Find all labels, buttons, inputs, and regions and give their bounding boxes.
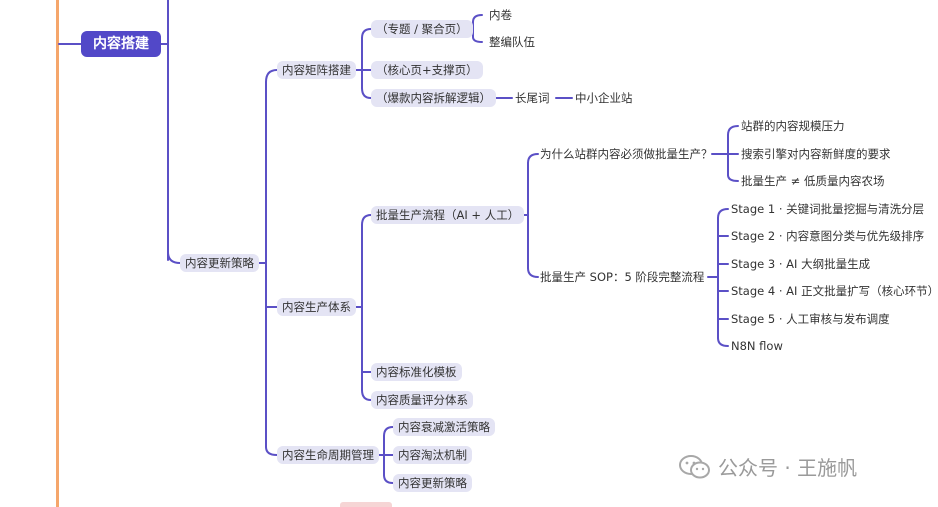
node-topic-child-1[interactable]: 内卷 bbox=[489, 8, 512, 22]
node-n8n-flow[interactable]: N8N flow bbox=[731, 339, 783, 353]
node-content-lifecycle[interactable]: 内容生命周期管理 bbox=[277, 446, 379, 464]
link-life-3 bbox=[383, 474, 394, 484]
node-topic-page[interactable]: （专题 / 聚合页） bbox=[371, 20, 473, 38]
link-neijuan bbox=[472, 14, 483, 23]
link-sop bbox=[527, 267, 539, 278]
link-life-1 bbox=[383, 426, 394, 437]
node-life-child-1[interactable]: 内容衰减激活策略 bbox=[393, 418, 495, 436]
link-stage-1 bbox=[717, 208, 729, 219]
node-content-production[interactable]: 内容生产体系 bbox=[277, 298, 356, 316]
node-why-child-1[interactable]: 站群的内容规模压力 bbox=[741, 119, 845, 133]
left-accent-bar bbox=[56, 0, 59, 507]
wechat-icon bbox=[679, 454, 710, 478]
link-zhengbian bbox=[472, 36, 483, 43]
link-viral bbox=[361, 87, 372, 99]
node-batch-sop[interactable]: 批量生产 SOP：5 阶段完整流程 bbox=[540, 270, 705, 284]
node-quality-score[interactable]: 内容质量评分体系 bbox=[371, 391, 473, 409]
node-topic-child-2[interactable]: 整编队伍 bbox=[489, 35, 535, 49]
node-why-batch[interactable]: 为什么站群内容必须做批量生产？ bbox=[540, 147, 713, 161]
link-topic bbox=[361, 28, 372, 39]
node-stage-4[interactable]: Stage 4 · AI 正文批量扩写（核心环节） bbox=[731, 284, 938, 298]
link-n8n bbox=[717, 337, 729, 347]
link-why-3 bbox=[727, 174, 739, 182]
node-stage-5[interactable]: Stage 5 · 人工审核与发布调度 bbox=[731, 312, 890, 326]
why-spine bbox=[711, 134, 729, 176]
link-lifecycle bbox=[265, 446, 278, 456]
node-stage-1[interactable]: Stage 1 · 关键词批量挖掘与清洗分层 bbox=[731, 202, 925, 216]
watermark: 公众号 · 王施帆 bbox=[678, 452, 857, 481]
watermark-text: 公众号 · 王施帆 bbox=[718, 456, 858, 480]
node-life-child-2[interactable]: 内容淘汰机制 bbox=[393, 446, 472, 464]
link-why-1 bbox=[727, 125, 739, 136]
node-why-child-2[interactable]: 搜索引擎对内容新鲜度的要求 bbox=[741, 147, 891, 161]
node-stage-3[interactable]: Stage 3 · AI 大纲批量生成 bbox=[731, 257, 871, 271]
matrix-spine bbox=[354, 37, 363, 89]
link-matrix bbox=[265, 69, 278, 83]
node-batch-flow[interactable]: 批量生产流程（AI + 人工） bbox=[371, 206, 525, 224]
link-quality bbox=[361, 389, 372, 401]
prod-spine bbox=[354, 224, 363, 391]
link-why bbox=[527, 153, 539, 164]
link-batch bbox=[361, 214, 372, 226]
partial-node-cutoff bbox=[340, 502, 392, 507]
update-spine bbox=[257, 81, 267, 448]
root-node[interactable]: 内容搭建 bbox=[81, 31, 161, 57]
node-content-update[interactable]: 内容更新策略 bbox=[180, 254, 259, 272]
link-update bbox=[167, 251, 181, 264]
node-life-child-3[interactable]: 内容更新策略 bbox=[393, 474, 472, 492]
node-content-matrix[interactable]: 内容矩阵搭建 bbox=[277, 61, 356, 79]
node-sme-site[interactable]: 中小企业站 bbox=[575, 91, 633, 105]
node-core-page[interactable]: （核心页+支撑页） bbox=[371, 61, 483, 79]
node-why-child-3[interactable]: 批量生产 ≠ 低质量内容农场 bbox=[741, 174, 885, 188]
root-spine bbox=[160, 0, 169, 261]
sop-spine bbox=[707, 217, 719, 339]
node-viral-logic[interactable]: （爆款内容拆解逻辑） bbox=[371, 89, 496, 107]
node-stage-2[interactable]: Stage 2 · 内容意图分类与优先级排序 bbox=[731, 229, 925, 243]
node-longtail[interactable]: 长尾词 bbox=[515, 91, 550, 105]
node-template[interactable]: 内容标准化模板 bbox=[371, 363, 462, 381]
